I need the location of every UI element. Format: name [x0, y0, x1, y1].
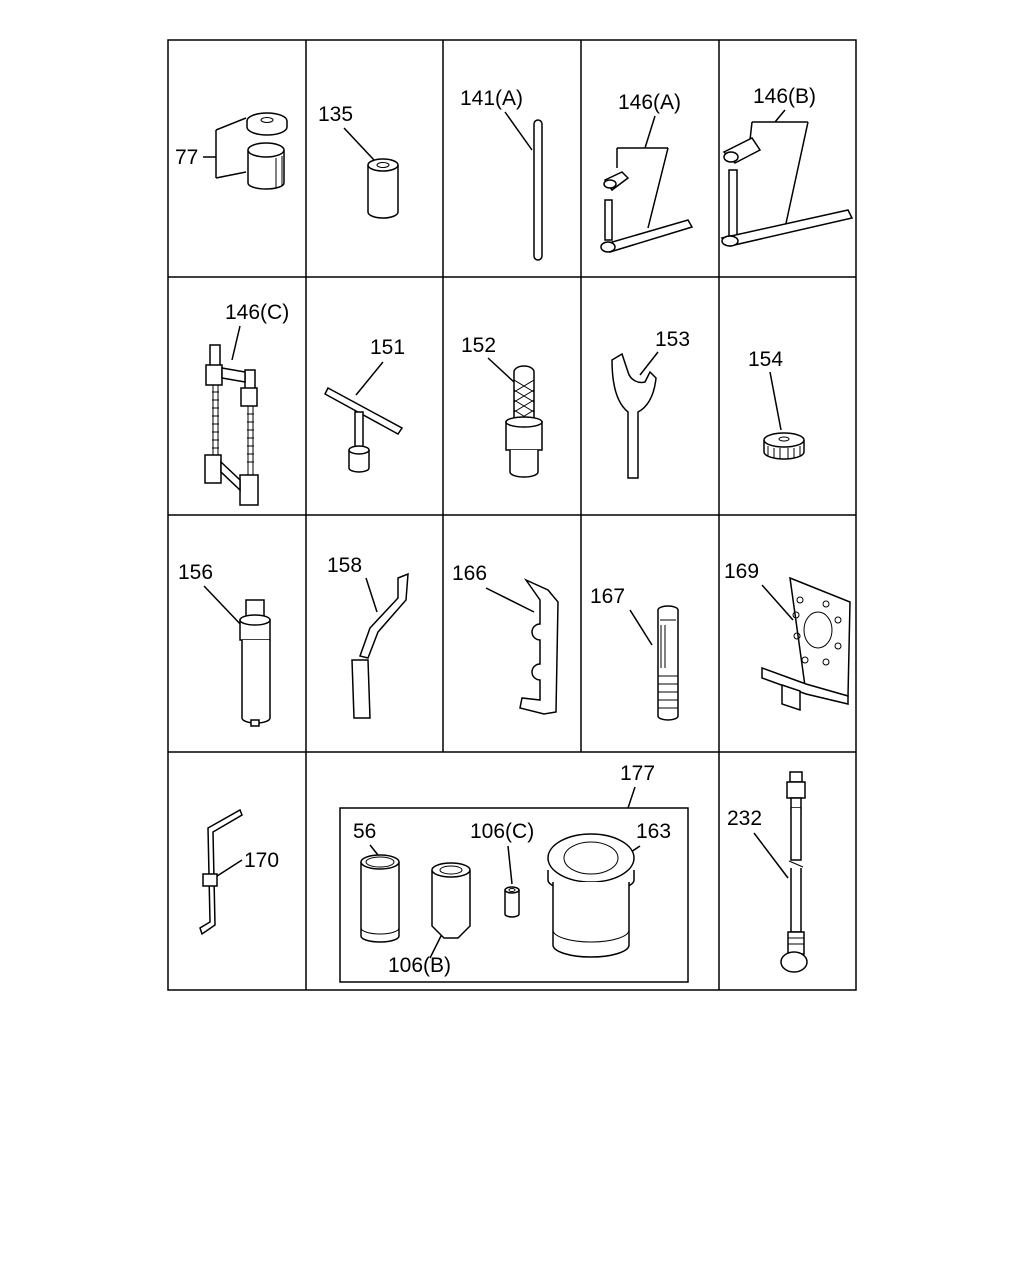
part-167: 167 — [590, 585, 679, 721]
label-170: 170 — [244, 849, 279, 872]
label-154: 154 — [748, 348, 783, 371]
label-106b: 106(B) — [388, 954, 451, 977]
label-135: 135 — [318, 103, 353, 126]
part-151: 151 — [324, 336, 405, 473]
part-158: 158 — [327, 554, 409, 719]
label-56: 56 — [353, 820, 376, 843]
label-167: 167 — [590, 585, 625, 608]
part-146c: 146(C) — [204, 301, 289, 506]
part-154: 154 — [748, 348, 805, 460]
label-146b: 146(B) — [753, 85, 816, 108]
part-106b: 106(B) — [388, 862, 471, 977]
parts-grid — [167, 39, 857, 991]
part-146b: 146(B) — [720, 85, 854, 247]
label-146a: 146(A) — [618, 91, 681, 114]
label-232: 232 — [727, 807, 762, 830]
label-169: 169 — [724, 560, 759, 583]
label-163: 163 — [636, 820, 671, 843]
part-169: 169 — [724, 560, 851, 712]
label-77: 77 — [175, 146, 198, 169]
part-156: 156 — [178, 561, 271, 727]
part-146a: 146(A) — [600, 91, 694, 253]
part-141a: 141(A) — [460, 87, 543, 261]
part-135: 135 — [318, 103, 399, 219]
label-141a: 141(A) — [460, 87, 523, 110]
part-106c: 106(C) — [470, 820, 534, 918]
part-166: 166 — [452, 562, 559, 715]
part-56: 56 — [353, 820, 400, 943]
label-177: 177 — [620, 762, 655, 785]
part-177-kit: 177 — [339, 762, 689, 983]
part-163: 163 — [547, 820, 671, 958]
part-170: 170 — [199, 808, 279, 936]
label-156: 156 — [178, 561, 213, 584]
label-106c: 106(C) — [470, 820, 534, 843]
label-151: 151 — [370, 336, 405, 359]
part-152: 152 — [461, 334, 543, 478]
part-77: 77 — [175, 112, 288, 190]
label-152: 152 — [461, 334, 496, 357]
part-153: 153 — [611, 328, 690, 479]
label-153: 153 — [655, 328, 690, 351]
part-232: 232 — [727, 771, 808, 973]
label-166: 166 — [452, 562, 487, 585]
label-158: 158 — [327, 554, 362, 577]
label-146c: 146(C) — [225, 301, 289, 324]
